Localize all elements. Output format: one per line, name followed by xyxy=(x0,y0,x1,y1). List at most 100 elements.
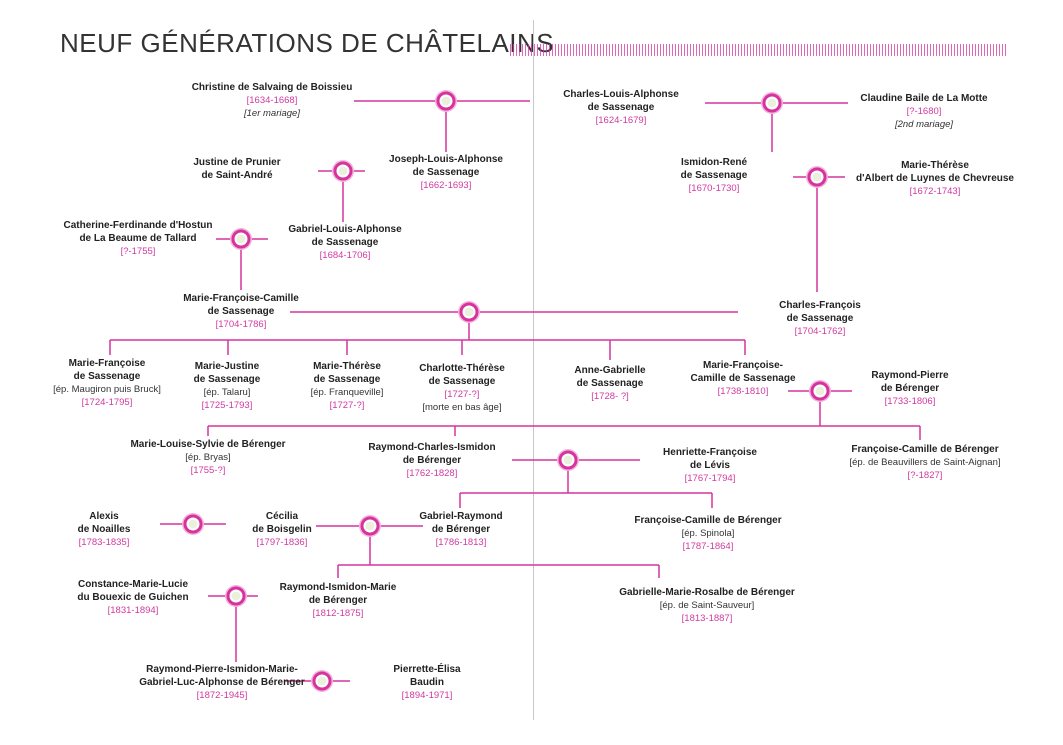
marriage-ring-icon xyxy=(312,671,332,691)
person-name: du Bouexic de Guichen xyxy=(77,592,189,603)
person-marie-louise-sylvie: Marie-Louise-Sylvie de Bérenger [ép. Bry… xyxy=(130,438,285,477)
person-name: de Noailles xyxy=(77,524,131,535)
person-dates: [1812-1875] xyxy=(312,608,364,619)
person-note: [2nd mariage] xyxy=(894,119,954,130)
person-raymond-ismidon-marie: Raymond-Ismidon-Marie de Bérenger [1812-… xyxy=(280,581,397,620)
person-claudine-baile: Claudine Baile de La Motte [?-1680] [2nd… xyxy=(860,92,987,131)
person-spouse: [ép. Spinola] xyxy=(681,528,735,539)
person-gabriel-raymond: Gabriel-Raymond de Bérenger [1786-1813] xyxy=(419,510,502,549)
person-marie-justine-1725: Marie-Justine de Sassenage [ép. Talaru] … xyxy=(194,360,261,412)
person-spouse: [ép. Franqueville] xyxy=(310,387,384,398)
person-name: Gabriel-Louis-Alphonse xyxy=(288,224,402,235)
person-dates: [1624-1679] xyxy=(595,115,647,126)
person-name: Charles-Louis-Alphonse xyxy=(563,89,679,100)
person-name: de Sassenage xyxy=(412,167,480,178)
person-joseph-louis-alphonse: Joseph-Louis-Alphonse de Sassenage [1662… xyxy=(389,153,503,192)
person-dates: [1704-1762] xyxy=(794,326,846,337)
person-name: Françoise-Camille de Bérenger xyxy=(851,444,999,455)
person-dates: [?-1755] xyxy=(120,246,156,257)
marriage-ring-icon xyxy=(810,381,830,401)
person-dates: [1727-?] xyxy=(329,400,365,411)
person-note: [1er mariage] xyxy=(244,108,300,119)
person-name: de Sassenage xyxy=(207,306,275,317)
person-name: Catherine-Ferdinande d'Hostun xyxy=(63,220,213,231)
person-pierrette-elisa: Pierrette-Élisa Baudin [1894-1971] xyxy=(393,663,460,702)
person-dates: [1762-1828] xyxy=(406,468,458,479)
person-spouse: [ép. Bryas] xyxy=(185,452,231,463)
marriage-ring-icon xyxy=(360,516,380,536)
person-name: de Bérenger xyxy=(308,595,368,606)
person-dates: [1755-?] xyxy=(190,465,226,476)
person-dates: [1872-1945] xyxy=(196,690,248,701)
person-dates: [1733-1806] xyxy=(884,396,936,407)
person-name: Charles-François xyxy=(779,300,861,311)
person-justine-de-prunier: Justine de Prunier de Saint-André xyxy=(193,156,280,182)
person-name: de Bérenger xyxy=(431,524,491,535)
person-name: de Sassenage xyxy=(786,313,854,324)
person-name: Marie-Thérèse xyxy=(901,160,969,171)
person-dates: [1724-1795] xyxy=(81,397,133,408)
person-dates: [1662-1693] xyxy=(420,180,472,191)
person-name: Gabriel-Luc-Alphonse de Bérenger xyxy=(139,677,305,688)
person-constance-marie-lucie: Constance-Marie-Lucie du Bouexic de Guic… xyxy=(77,578,188,617)
person-ismidon-rene: Ismidon-René de Sassenage [1670-1730] xyxy=(681,156,748,195)
person-name: Baudin xyxy=(410,677,444,688)
person-dates: [1831-1894] xyxy=(107,605,159,616)
page-title: NEUF GÉNÉRATIONS DE CHÂTELAINS xyxy=(60,28,555,58)
person-name: Gabrielle-Marie-Rosalbe de Bérenger xyxy=(619,587,795,598)
person-marie-francoise-camille-1738: Marie-Françoise- Camille de Sassenage [1… xyxy=(690,359,795,398)
person-name: de Boisgelin xyxy=(252,524,312,535)
marriage-ring-icon xyxy=(226,586,246,606)
person-name: Constance-Marie-Lucie xyxy=(77,579,189,590)
person-dates: [1634-1668] xyxy=(246,95,298,106)
person-henriette-francoise: Henriette-Françoise de Lévis [1767-1794] xyxy=(663,446,757,485)
person-christine-de-salvaing: Christine de Salvaing de Boissieu [1634-… xyxy=(192,81,353,120)
person-dates: [1787-1864] xyxy=(682,541,734,552)
person-dates: [1728- ?] xyxy=(591,391,629,402)
person-dates: [1783-1835] xyxy=(78,537,130,548)
person-cecilia-de-boisgelin: Cécilia de Boisgelin [1797-1836] xyxy=(252,510,311,549)
person-name: de Bérenger xyxy=(402,455,462,466)
marriage-ring-icon xyxy=(231,229,251,249)
person-dates: [1767-1794] xyxy=(684,473,736,484)
person-name: de Sassenage xyxy=(313,374,381,385)
person-name: Pierrette-Élisa xyxy=(393,664,461,675)
marriage-ring-icon xyxy=(558,450,578,470)
person-charles-louis-alphonse: Charles-Louis-Alphonse de Sassenage [162… xyxy=(563,88,679,127)
person-dates: [1813-1887] xyxy=(681,613,733,624)
marriage-ring-icon xyxy=(436,91,456,111)
person-dates: [1786-1813] xyxy=(435,537,487,548)
person-name: de La Beaume de Tallard xyxy=(79,233,197,244)
person-name: Henriette-Françoise xyxy=(663,447,757,458)
person-name: Cécilia xyxy=(265,511,299,522)
person-name: d'Albert de Luynes de Chevreuse xyxy=(856,173,1014,184)
person-gabrielle-marie-rosalbe: Gabrielle-Marie-Rosalbe de Bérenger [ép.… xyxy=(619,586,795,625)
person-name: Marie-Françoise xyxy=(68,358,146,369)
person-raymond-pierre: Raymond-Pierre de Bérenger [1733-1806] xyxy=(871,369,948,408)
person-spouse: [ép. Maugiron puis Bruck] xyxy=(53,384,161,395)
person-spouse: [ép. de Beauvillers de Saint-Aignan] xyxy=(849,457,1001,468)
person-name: de Bérenger xyxy=(880,383,940,394)
person-name: de Sassenage xyxy=(73,371,141,382)
page-fold xyxy=(533,20,534,720)
person-spouse: [ép. de Saint-Sauveur] xyxy=(659,600,755,611)
person-dates: [1684-1706] xyxy=(319,250,371,261)
person-anne-gabrielle: Anne-Gabrielle de Sassenage [1728- ?] xyxy=(574,364,645,403)
person-name: Marie-Françoise- xyxy=(702,360,784,371)
person-raymond-pierre-ismidon: Raymond-Pierre-Ismidon-Marie- Gabriel-Lu… xyxy=(139,663,305,702)
person-dates: [?-1827] xyxy=(907,470,943,481)
person-charlotte-therese: Charlotte-Thérèse de Sassenage [1727-?] … xyxy=(419,362,505,414)
person-dates: [1670-1730] xyxy=(688,183,740,194)
person-name: Joseph-Louis-Alphonse xyxy=(389,154,503,165)
person-name: Marie-Justine xyxy=(194,361,260,372)
person-name: Raymond-Charles-Ismidon xyxy=(368,442,496,453)
person-name: de Sassenage xyxy=(680,170,748,181)
person-marie-francoise-camille-1704: Marie-Françoise-Camille de Sassenage [17… xyxy=(183,292,299,331)
person-name: Justine de Prunier xyxy=(193,157,281,168)
person-name: Marie-Thérèse xyxy=(313,361,381,372)
person-marie-therese-albert: Marie-Thérèse d'Albert de Luynes de Chev… xyxy=(856,159,1014,198)
person-francoise-camille-1827: Françoise-Camille de Bérenger [ép. de Be… xyxy=(849,443,1000,482)
person-name: de Lévis xyxy=(689,460,731,471)
